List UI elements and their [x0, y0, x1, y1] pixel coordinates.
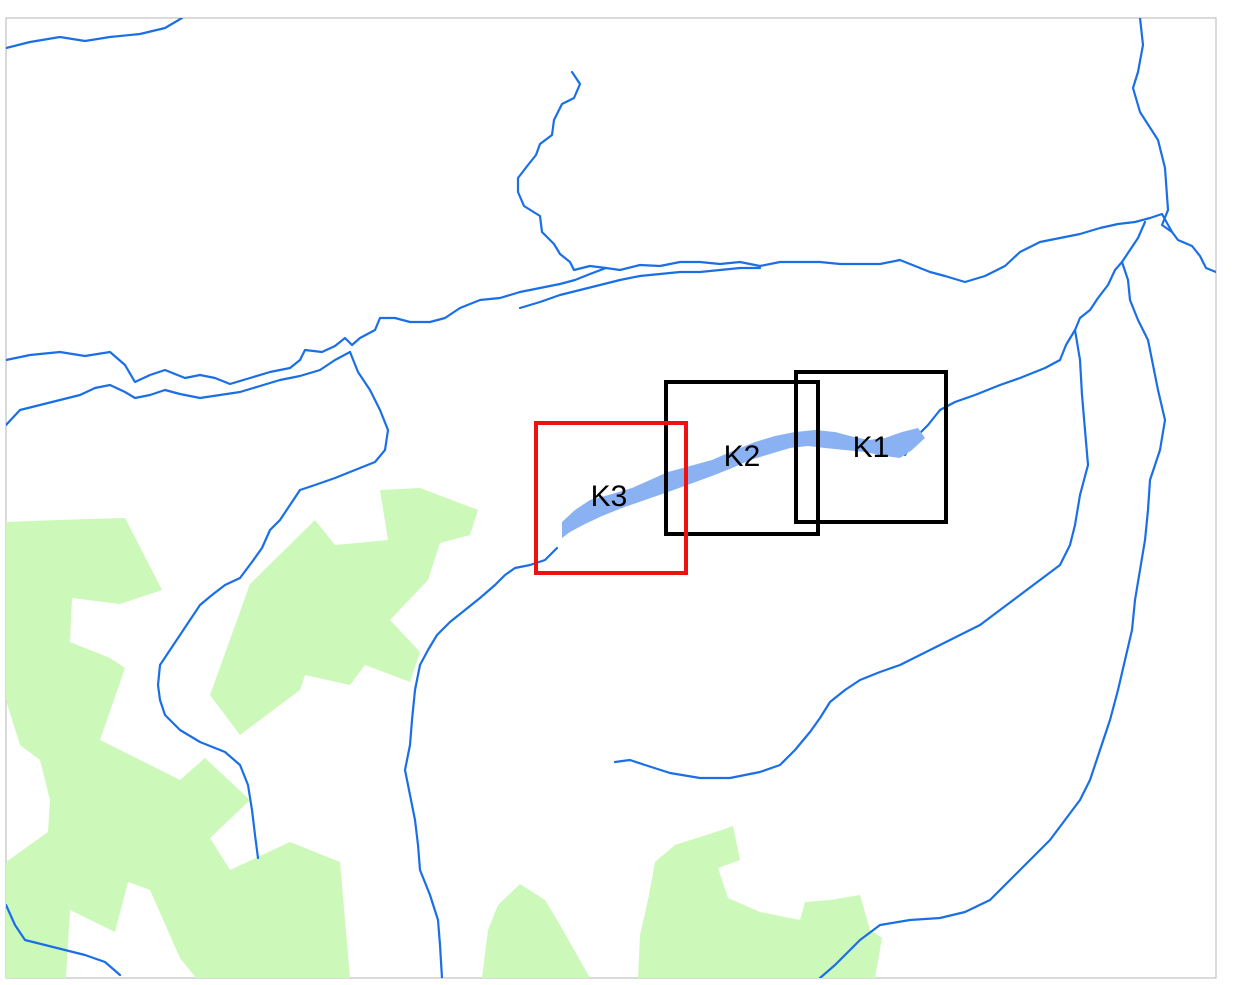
river-western-loop [156, 350, 390, 860]
river-upper-branch [516, 70, 1174, 284]
box-k3-outline[interactable] [534, 421, 688, 575]
lake-body [562, 428, 925, 538]
box-k3[interactable]: K3 [534, 421, 688, 575]
forest-area-south-right [638, 826, 882, 978]
rivers [6, 18, 1216, 978]
river-lake-outflow [403, 546, 559, 978]
river-connector-mid [518, 266, 762, 310]
forest-area-west [6, 518, 350, 978]
forest-areas [6, 488, 882, 978]
box-k1-outline[interactable] [794, 370, 948, 524]
river-middle-branch [6, 350, 352, 427]
box-k2-outline[interactable] [664, 380, 820, 536]
lake [562, 428, 925, 538]
forest-area-south-left [482, 884, 590, 978]
river-south-west [6, 903, 122, 977]
forest-area-central [210, 488, 478, 735]
river-southern-arc [818, 260, 1167, 978]
river-main-channel [938, 220, 1147, 412]
box-k1[interactable]: K1 [794, 370, 948, 524]
survey-boxes: K1 K2 K3 [534, 370, 948, 575]
box-k2[interactable]: K2 [664, 380, 820, 536]
river-north-east [1131, 18, 1216, 274]
river-inner-arc [613, 328, 1090, 780]
box-k1-label: K1 [853, 431, 890, 464]
river-north-west [6, 18, 184, 50]
box-k3-label: K3 [591, 480, 628, 513]
box-k2-label: K2 [724, 440, 761, 473]
river-main-northern [6, 266, 608, 386]
